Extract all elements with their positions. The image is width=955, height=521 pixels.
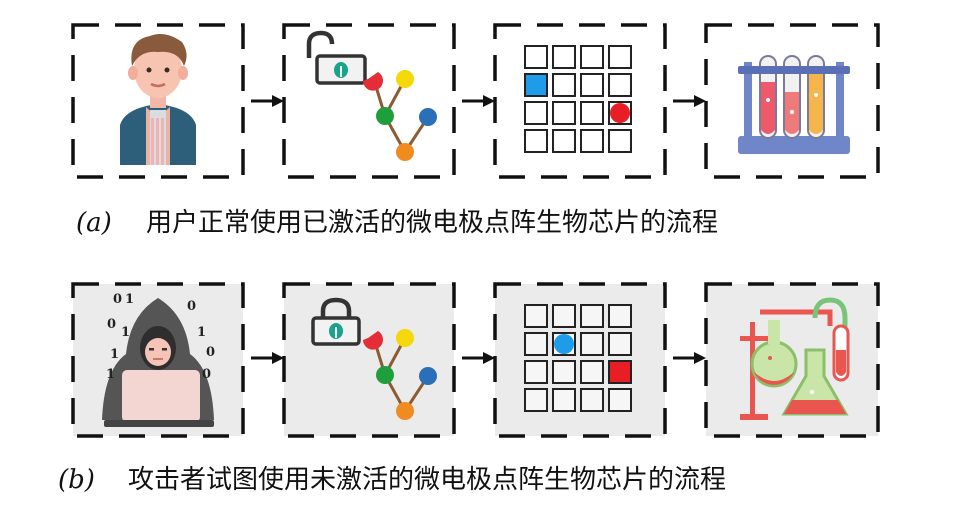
electrode-cell xyxy=(524,332,548,356)
dashed-frame xyxy=(282,23,456,179)
electrode-cell xyxy=(552,101,576,125)
blue-droplet xyxy=(526,75,546,95)
red-droplet xyxy=(610,362,630,382)
electrode-cell xyxy=(580,332,604,356)
arrow-a3 xyxy=(673,95,706,107)
electrode-cell xyxy=(524,360,548,384)
arrow-b1 xyxy=(251,352,284,364)
electrode-cell xyxy=(524,304,548,328)
electrode-cell xyxy=(580,360,604,384)
svg-text:1: 1 xyxy=(110,347,119,362)
locked-padlock-icon xyxy=(311,297,361,346)
caption-a: (a) 用户正常使用已激活的微电极点阵生物芯片的流程 xyxy=(76,208,718,238)
frame-b4 xyxy=(704,282,880,438)
unlocked-padlock-icon xyxy=(306,30,367,85)
electrode-cell xyxy=(608,388,632,412)
electrode-cell xyxy=(580,129,604,153)
dashed-frame xyxy=(493,23,667,179)
dashed-frame xyxy=(704,282,880,438)
row-b: 0 1 0 0 1 1 1 0 1 0 xyxy=(71,282,880,438)
frame-b3 xyxy=(493,282,667,438)
caption-b-label: (b) xyxy=(58,465,95,495)
arrow-a2 xyxy=(462,95,495,107)
electrode-cell xyxy=(608,332,632,356)
frame-b2 xyxy=(282,282,456,438)
frame-a4 xyxy=(704,23,880,179)
electrode-cell xyxy=(580,101,604,125)
dashed-frame xyxy=(493,282,667,438)
frame-a1 xyxy=(71,23,245,179)
electrode-grid-icon xyxy=(524,304,632,412)
dashed-frame xyxy=(704,23,880,179)
electrode-cell xyxy=(524,101,548,125)
electrode-cell xyxy=(608,129,632,153)
dashed-frame xyxy=(282,282,456,438)
svg-text:1: 1 xyxy=(125,292,134,307)
electrode-cell xyxy=(580,304,604,328)
dashed-frame xyxy=(71,23,245,179)
electrode-cell xyxy=(608,304,632,328)
binary-digits: 0 1 0 0 1 1 1 0 1 0 xyxy=(106,292,215,382)
electrode-cell xyxy=(524,388,548,412)
user-icon xyxy=(120,34,196,165)
electrode-cell xyxy=(552,73,576,97)
frame-a2 xyxy=(282,23,456,179)
blue-droplet xyxy=(554,334,574,354)
svg-text:0: 0 xyxy=(187,299,196,314)
svg-text:1: 1 xyxy=(197,325,206,340)
caption-a-text: 用户正常使用已激活的微电极点阵生物芯片的流程 xyxy=(146,208,718,238)
electrode-grid-icon xyxy=(524,45,632,153)
dashed-frame xyxy=(71,282,245,438)
electrode-cell xyxy=(608,73,632,97)
electrode-cell xyxy=(580,388,604,412)
caption-b: (b) 攻击者试图使用未激活的微电极点阵生物芯片的流程 xyxy=(58,465,726,495)
svg-text:0: 0 xyxy=(206,345,215,360)
arrow-a1 xyxy=(251,95,284,107)
tree-graph-icon xyxy=(363,329,437,420)
electrode-cell xyxy=(552,45,576,69)
broken-lab-flask-icon xyxy=(740,297,850,420)
svg-text:0: 0 xyxy=(202,367,211,382)
tree-graph-icon xyxy=(363,70,437,161)
frame-b1: 0 1 0 0 1 1 1 0 1 0 xyxy=(71,282,245,438)
frame-a3 xyxy=(493,23,667,179)
svg-text:0: 0 xyxy=(113,292,122,307)
electrode-cell xyxy=(524,129,548,153)
electrode-cell xyxy=(552,129,576,153)
svg-text:1: 1 xyxy=(121,325,130,340)
electrode-cell xyxy=(608,45,632,69)
electrode-cell xyxy=(524,45,548,69)
svg-text:1: 1 xyxy=(106,367,115,382)
electrode-cell xyxy=(552,360,576,384)
electrode-cell xyxy=(580,45,604,69)
electrode-cell xyxy=(552,304,576,328)
red-droplet xyxy=(610,103,630,123)
electrode-cell xyxy=(580,73,604,97)
row-a xyxy=(71,23,880,179)
hacker-icon xyxy=(102,298,214,427)
caption-b-text: 攻击者试图使用未激活的微电极点阵生物芯片的流程 xyxy=(128,465,726,495)
electrode-cell xyxy=(552,388,576,412)
test-tubes-icon xyxy=(738,55,850,154)
arrow-b2 xyxy=(462,352,495,364)
arrow-b3 xyxy=(673,352,706,364)
caption-a-label: (a) xyxy=(76,208,112,238)
svg-text:0: 0 xyxy=(107,317,116,332)
